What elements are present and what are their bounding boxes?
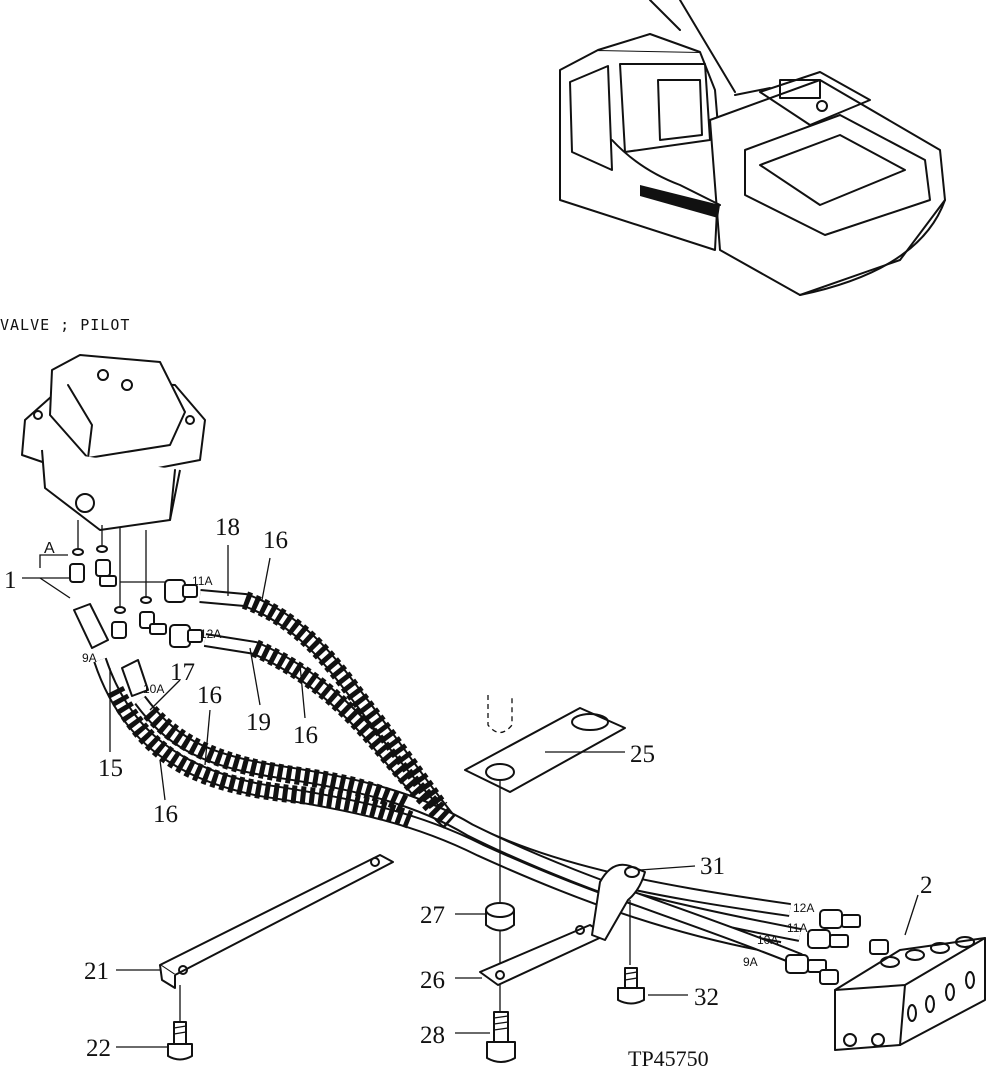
callout-28: 28 [420,1022,445,1049]
callout-25: 25 [630,741,655,768]
callout-15: 15 [98,755,123,782]
callout-27: 27 [420,902,445,929]
block-fittings [785,909,889,985]
valve-block-2 [834,936,986,1051]
callout-1: 1 [4,567,17,594]
excavator-illustration [559,0,946,296]
port-label-10a: 10A [143,682,164,696]
port-label-9a: 9A [82,651,97,665]
valve-fittings [69,559,203,697]
diagram-title: VALVE ; PILOT [0,316,130,334]
callout-16-bottom: 16 [153,801,178,828]
port-label-12a: 12A [200,627,221,641]
figure-code: TP45750 [628,1046,709,1071]
callout-22: 22 [86,1035,111,1062]
pilot-valve [21,354,206,531]
spacer-27 [485,902,515,1012]
callout-16-mid: 16 [197,682,222,709]
bracket-25 [464,695,626,905]
bolt-32 [617,967,645,1005]
leader-lines [22,545,919,1048]
callout-26: 26 [420,967,445,994]
block-label-11a: 11A [787,921,807,935]
strap-21 [159,854,394,1022]
bolt-22 [167,1021,193,1061]
port-label-11a: 11A [192,574,212,588]
block-label-9a: 9A [743,955,758,969]
callout-19: 19 [246,709,271,736]
callout-18: 18 [215,514,240,541]
clamp-31 [591,863,646,965]
valve-ports [72,520,175,614]
callout-31: 31 [700,853,725,880]
callout-2: 2 [920,872,933,899]
plate-26 [479,924,607,986]
callout-32: 32 [694,984,719,1011]
block-label-10a: 10A [757,933,778,947]
callout-17: 17 [170,659,195,686]
callout-21: 21 [84,958,109,985]
block-label-12a: 12A [793,901,814,915]
bolt-28 [486,1011,516,1063]
callout-a: A [44,540,55,557]
callout-16-top: 16 [263,527,288,554]
callout-16-right: 16 [293,722,318,749]
spring-guards [106,591,456,829]
